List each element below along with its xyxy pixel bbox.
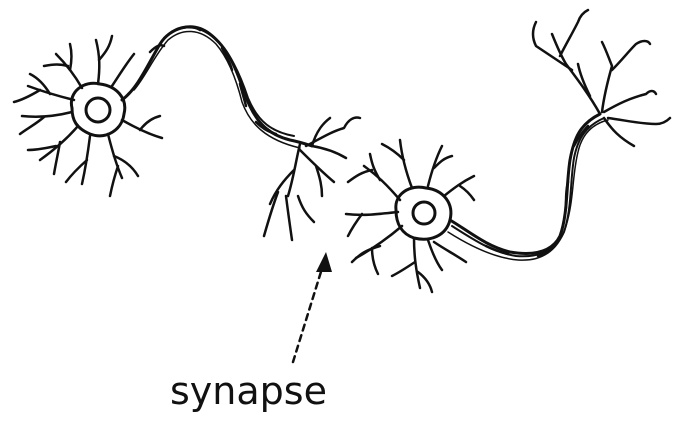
neuron-1-cell-body	[71, 83, 124, 136]
synapse-arrowhead	[316, 252, 332, 272]
synapse-label: synapse	[170, 372, 327, 410]
neuron-2-axon	[448, 114, 608, 260]
neuron-1	[14, 27, 360, 240]
neuron-2	[346, 10, 670, 292]
neuron-2-cell-body	[396, 187, 451, 239]
neuron-1-axon	[122, 27, 312, 148]
neuron-2-axon-terminal	[533, 10, 670, 146]
neuron-2-nucleus	[413, 202, 435, 224]
neuron-2-dendrites	[346, 140, 474, 292]
synapse-pointer-arrow	[293, 252, 332, 362]
neuron-1-nucleus	[86, 98, 110, 122]
